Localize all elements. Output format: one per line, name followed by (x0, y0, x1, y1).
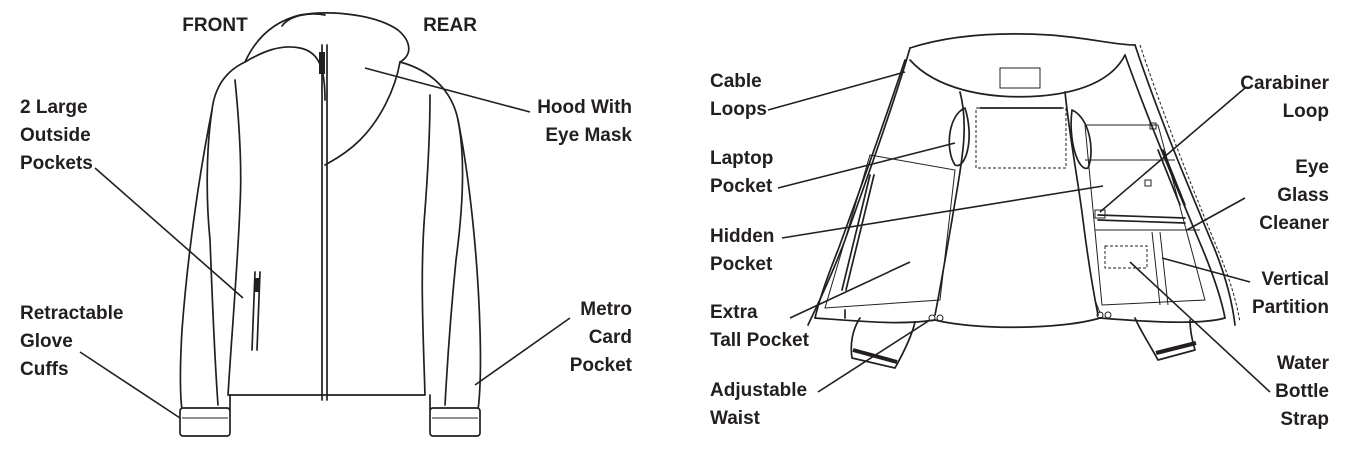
label-line: Hidden (710, 226, 775, 247)
metro-card-label: Metro Card Pocket (552, 296, 632, 380)
label-line: Vertical (1261, 269, 1329, 290)
label-line: Pockets (20, 153, 93, 174)
rear-view-text: REAR (423, 15, 477, 36)
rear-view-label: REAR (410, 12, 490, 40)
front-view-label: FRONT (175, 12, 255, 40)
label-line: Metro (580, 299, 632, 320)
label-line: Extra (710, 302, 758, 323)
label-line: Cleaner (1259, 213, 1329, 234)
label-line: Card (588, 327, 632, 348)
adjustable-waist-label: Adjustable Waist (710, 377, 807, 433)
label-line: Strap (1280, 409, 1329, 430)
hidden-pocket-label: Hidden Pocket (710, 223, 774, 279)
label-line: Adjustable (710, 380, 808, 401)
label-line: Outside (20, 125, 91, 146)
front-view-text: FRONT (182, 15, 248, 36)
label-line: Glove (20, 331, 73, 352)
label-line: 2 Large (20, 97, 88, 118)
label-line: Tall Pocket (710, 330, 809, 351)
cable-loops-label: Cable Loops (710, 68, 767, 124)
large-pockets-label: 2 Large Outside Pockets (20, 94, 93, 178)
label-line: Loops (710, 99, 767, 120)
right-leader-lines (767, 71, 1271, 393)
label-line: Eye Mask (545, 125, 632, 146)
label-line: Eye (1295, 157, 1329, 178)
label-line: Waist (710, 408, 760, 429)
label-line: Bottle (1275, 381, 1329, 402)
label-line: Cable (710, 71, 762, 92)
label-line: Pocket (710, 176, 773, 197)
label-line: Laptop (710, 148, 774, 169)
label-line: Water (1276, 353, 1329, 374)
label-line: Pocket (569, 355, 632, 376)
eye-glass-cleaner-label: Eye Glass Cleaner (1229, 154, 1329, 238)
glove-cuffs-label: Retractable Glove Cuffs (20, 300, 124, 384)
extra-tall-pocket-label: Extra Tall Pocket (710, 299, 809, 355)
interior-jacket-illustration (807, 33, 1241, 369)
label-line: Carabiner (1240, 73, 1329, 94)
label-line: Partition (1251, 297, 1329, 318)
carabiner-loop-label: Carabiner Loop (1219, 70, 1329, 126)
water-bottle-strap-label: Water Bottle Strap (1249, 350, 1329, 434)
vertical-partition-label: Vertical Partition (1229, 266, 1329, 322)
label-line: Pocket (710, 254, 773, 275)
outer-jacket-illustration (179, 12, 482, 437)
laptop-pocket-label: Laptop Pocket (710, 145, 773, 201)
label-line: Cuffs (20, 359, 69, 380)
left-leader-lines (79, 67, 571, 419)
label-line: Loop (1282, 101, 1329, 122)
hood-label: Hood With Eye Mask (512, 94, 632, 150)
label-line: Glass (1277, 185, 1329, 206)
label-line: Hood With (537, 97, 632, 118)
label-line: Retractable (20, 303, 124, 324)
